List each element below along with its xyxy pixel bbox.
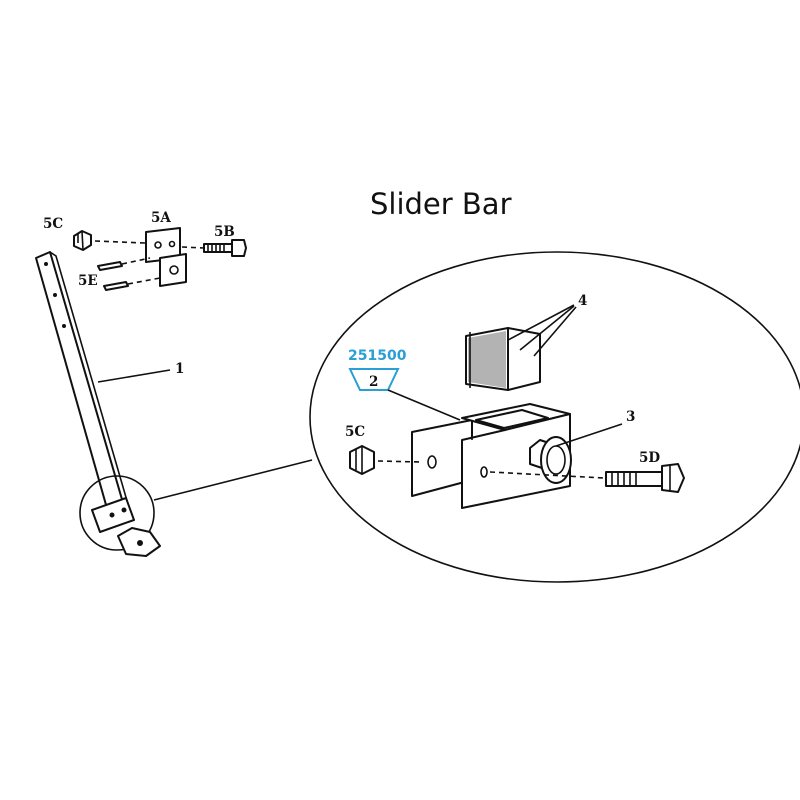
part-3-knob <box>529 423 623 484</box>
label-3: 3 <box>626 409 635 425</box>
callout-connector-line <box>153 459 313 501</box>
label-4: 4 <box>578 293 587 309</box>
leader-1 <box>97 369 171 383</box>
part-5d-bolt <box>489 463 685 493</box>
dash-5c-to-5a <box>94 240 146 244</box>
part-4-labels <box>465 304 577 391</box>
detail-callout-circle-small <box>79 475 161 557</box>
label-5e: 5E <box>78 273 98 289</box>
part-5c-nut-top <box>73 230 92 251</box>
part-5c-nut-detail <box>349 445 421 475</box>
part-5b-bolt <box>181 239 247 257</box>
label-1: 1 <box>175 361 184 377</box>
label-5a: 5A <box>151 210 171 226</box>
part-number-box <box>348 368 461 421</box>
label-2: 2 <box>369 374 378 390</box>
detail-ellipse <box>309 251 800 583</box>
detail-view <box>309 251 800 583</box>
part-5a-bracket <box>145 227 187 287</box>
part-1-bar <box>35 251 133 527</box>
label-5b: 5B <box>214 224 235 240</box>
diagram-title: Slider Bar <box>370 187 512 221</box>
label-5c-top: 5C <box>43 216 63 232</box>
part-5e-screws <box>97 257 161 291</box>
label-5d: 5D <box>639 450 660 466</box>
slider-bar-assembly <box>35 227 313 557</box>
part-number-label: 251500 <box>348 348 407 364</box>
label-5c-detail: 5C <box>345 424 365 440</box>
